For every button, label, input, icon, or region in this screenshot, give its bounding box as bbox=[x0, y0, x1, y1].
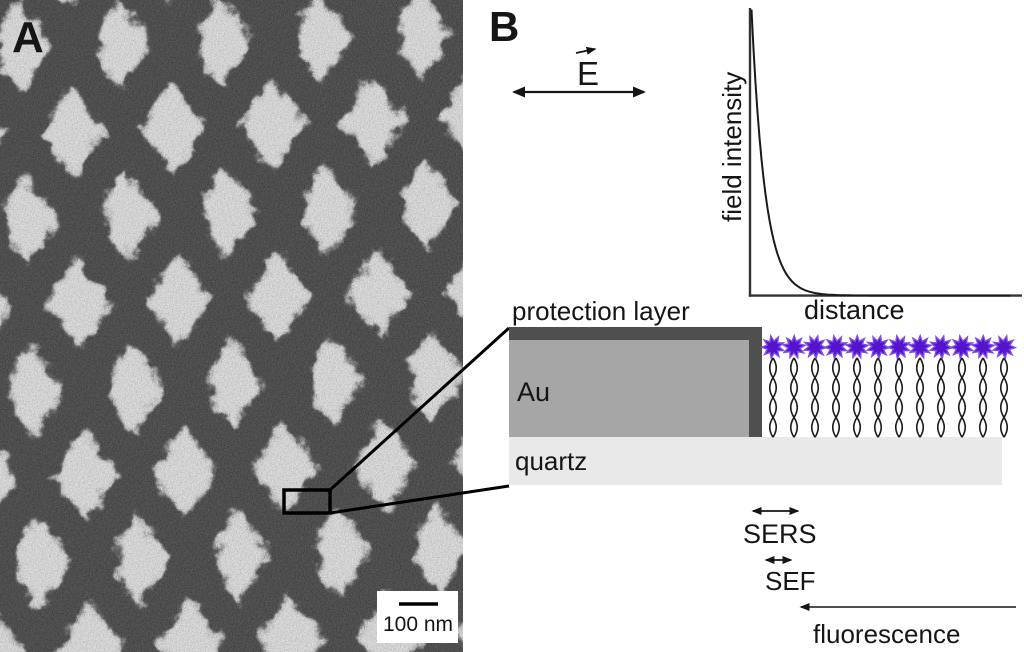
scale-bar-box bbox=[377, 591, 458, 643]
dna-strand-icon bbox=[978, 357, 988, 438]
panel-b-label: B bbox=[489, 3, 519, 50]
field-intensity-plot: field intensity distance bbox=[717, 8, 1022, 325]
dna-strand-icon bbox=[894, 357, 904, 438]
fluorophore-star-icon bbox=[802, 334, 829, 361]
plot-y-axis-label: field intensity bbox=[717, 72, 747, 222]
scale-bar: 100 nm bbox=[377, 591, 458, 643]
dna-strand-icon bbox=[999, 357, 1009, 438]
fluorophore-star-icon bbox=[885, 333, 912, 361]
substrate-schematic: protection layer Au quartz bbox=[509, 296, 1018, 485]
fluorophore-star-icon bbox=[759, 333, 786, 361]
zoom-region-rectangle bbox=[282, 488, 332, 515]
fluorophore-star-icon bbox=[780, 333, 808, 360]
plot-x-axis-label: distance bbox=[804, 295, 905, 325]
sem-noise-grain bbox=[0, 0, 463, 652]
fluorophore-star-icon bbox=[843, 333, 871, 360]
fluorophore-star-icon bbox=[948, 333, 975, 361]
quartz-layer bbox=[509, 437, 1002, 485]
panel-a-label: A bbox=[12, 13, 44, 62]
decay-curve bbox=[750, 9, 1010, 297]
dna-strand-icon bbox=[789, 357, 799, 438]
e-field-label: E bbox=[577, 55, 599, 92]
dna-strand-icon bbox=[936, 357, 946, 438]
zoom-connector-line-top bbox=[328, 326, 511, 492]
range-annotations: SERS SEF fluorescence bbox=[743, 507, 1016, 649]
dna-strand-icon bbox=[852, 357, 862, 438]
fluorophore-star-icon bbox=[865, 334, 892, 361]
dna-strand-icon bbox=[957, 357, 967, 438]
zoom-connector-line-bottom bbox=[329, 484, 510, 515]
dna-strand-icon bbox=[831, 357, 841, 438]
dna-strand-icon bbox=[915, 357, 925, 438]
scale-bar-label: 100 nm bbox=[383, 613, 453, 636]
fluorophore-star-icon bbox=[822, 333, 849, 361]
protection-layer-label: protection layer bbox=[512, 296, 690, 326]
dna-strand-icon bbox=[873, 357, 883, 438]
sef-label: SEF bbox=[765, 566, 816, 596]
gold-label: Au bbox=[517, 377, 550, 407]
fluorophore-star-icon bbox=[969, 333, 997, 360]
fluorophore-molecules bbox=[759, 333, 1018, 438]
fluorophore-star-icon bbox=[928, 334, 955, 361]
e-field-annotation: E bbox=[512, 46, 646, 98]
fluorescence-label: fluorescence bbox=[813, 619, 960, 649]
quartz-label: quartz bbox=[515, 446, 587, 476]
fluorophore-star-icon bbox=[906, 333, 934, 360]
dna-strand-icon bbox=[768, 357, 778, 438]
fluorophore-star-icon bbox=[991, 334, 1018, 361]
panel-a-sem-micrograph: A bbox=[0, 0, 463, 652]
sers-label: SERS bbox=[743, 519, 817, 549]
gold-layer bbox=[509, 340, 749, 437]
vector-hat-arrow-icon bbox=[575, 46, 597, 55]
dna-strand-icon bbox=[810, 357, 820, 438]
